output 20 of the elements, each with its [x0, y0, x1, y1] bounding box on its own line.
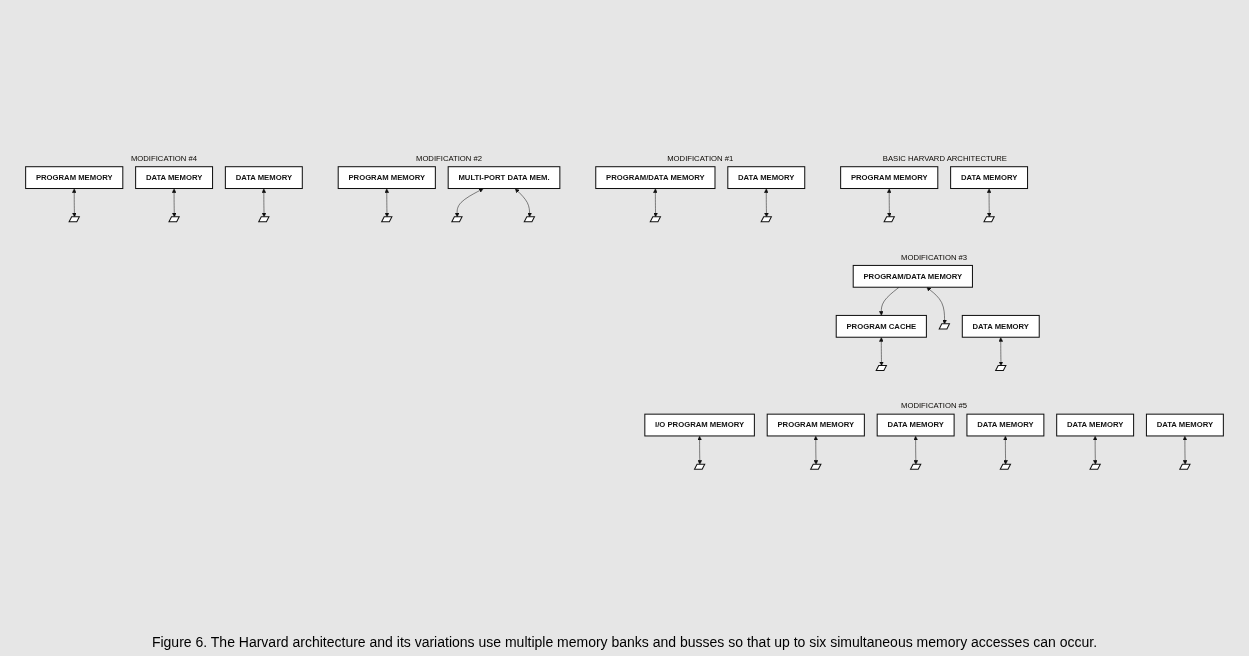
node-parallelogram [760, 216, 773, 223]
node-parallelogram [693, 463, 706, 470]
node-parallelogram [168, 216, 181, 223]
node-parallelogram [380, 216, 393, 223]
node-parallelogram [68, 216, 81, 223]
node-parallelogram [875, 364, 888, 372]
node-parallelogram [649, 216, 662, 223]
node-parallelogram [938, 323, 951, 330]
node-parallelogram [523, 216, 536, 223]
figure-caption: Figure 6. The Harvard architecture and its variations use multiple memory banks and busses so that up to six simultaneous memory accesses can occur. [151, 634, 1098, 650]
node-parallelogram [999, 463, 1012, 470]
node-parallelogram [883, 216, 896, 223]
node-parallelogram [257, 216, 270, 223]
node-parallelogram [909, 463, 922, 470]
node-parallelogram [1089, 463, 1102, 470]
node-parallelogram [1178, 463, 1191, 470]
node-parallelogram [809, 463, 822, 470]
node-parallelogram [994, 364, 1007, 372]
node-parallelogram [450, 216, 463, 223]
node-parallelogram [983, 216, 996, 223]
